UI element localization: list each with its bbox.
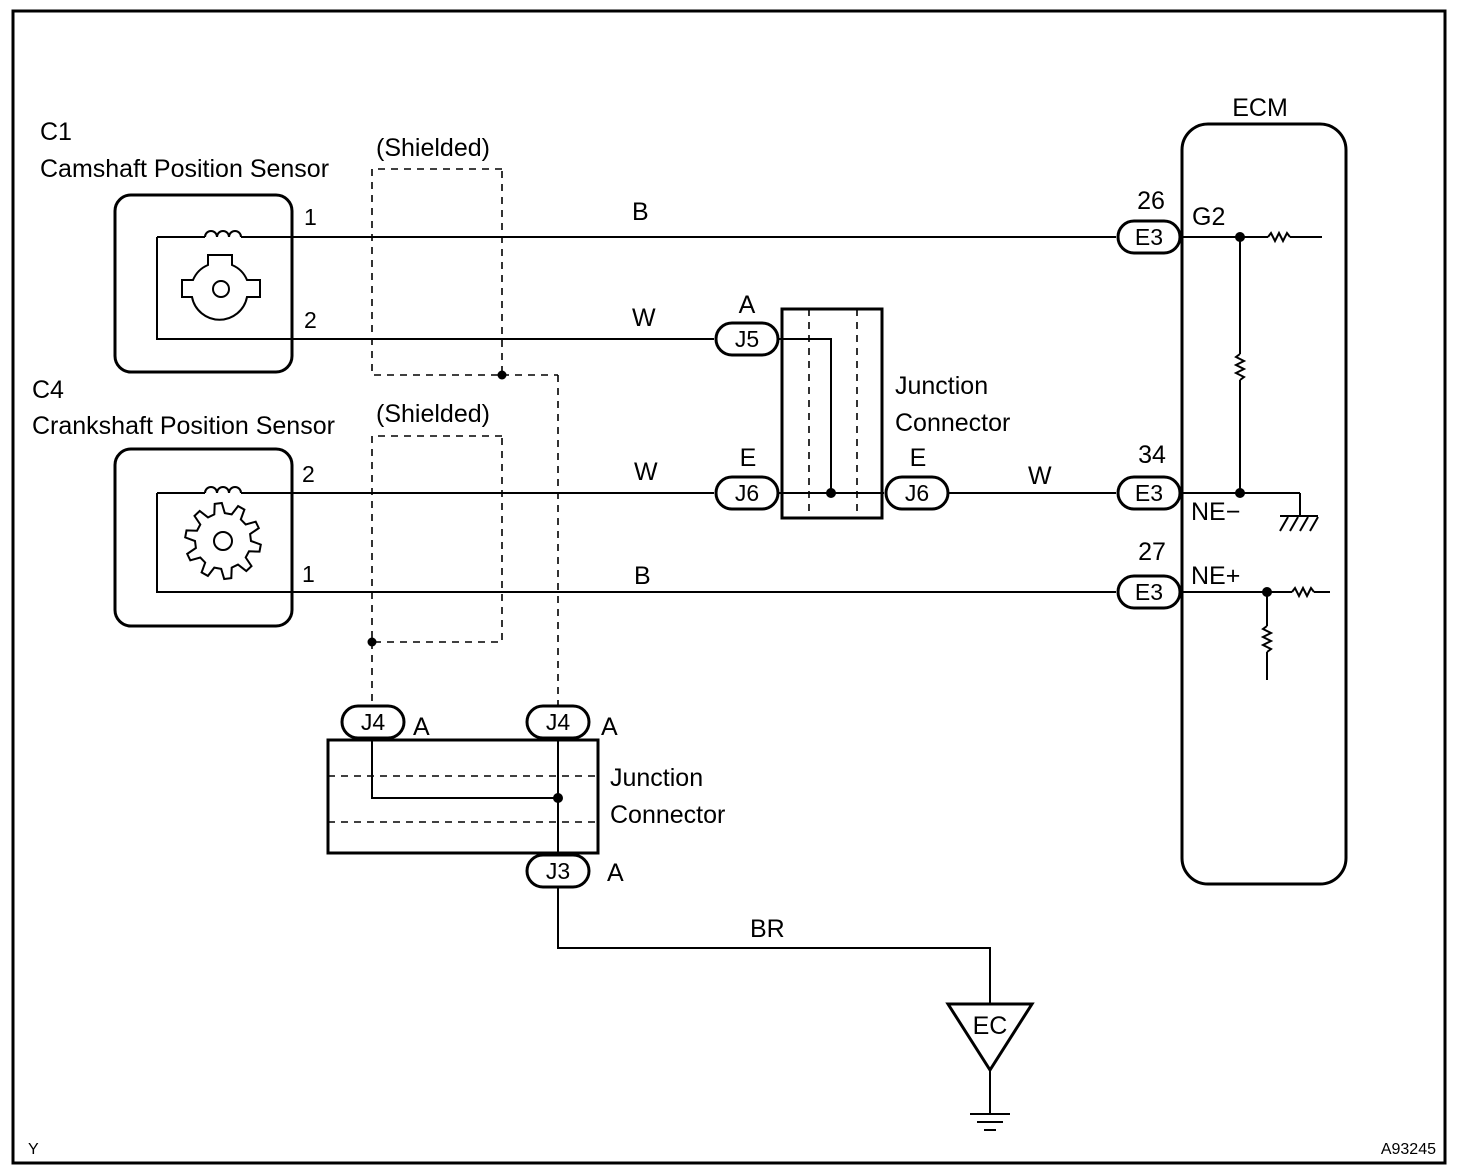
e3-code-27: E3 <box>1135 579 1163 605</box>
wire-color-w-out: W <box>1028 462 1052 490</box>
cam-sensor-code: C1 <box>40 118 72 146</box>
cam-pin-1: 1 <box>304 204 317 230</box>
ground-point-label: EC <box>973 1012 1008 1040</box>
wire-color-b-top: B <box>632 198 649 226</box>
upper-junction-label-2: Connector <box>895 409 1010 437</box>
crank-shield <box>371 435 503 643</box>
diagram-frame <box>11 9 1447 1165</box>
resistor-icon <box>1267 230 1291 244</box>
cam-sensor-body <box>113 193 294 374</box>
crank-sensor-name: Crankshaft Position Sensor <box>32 412 335 440</box>
j6-in-code: J6 <box>735 480 759 506</box>
j4-left-connector <box>340 704 406 740</box>
j4-right-code: J4 <box>546 709 571 735</box>
resistor-icon <box>1291 585 1315 599</box>
crank-gear-icon <box>184 501 262 581</box>
j6-in-tag: E <box>740 444 757 472</box>
lower-junction-box <box>326 738 600 855</box>
crank-sensor-code: C4 <box>32 376 64 404</box>
lower-junction-label-1: Junction <box>610 764 703 792</box>
wire-color-w-crank: W <box>634 458 658 486</box>
j3-code: J3 <box>546 858 570 884</box>
wire-ground <box>557 887 991 1004</box>
upper-junction-connector: J5 A J6 E J6 E Junction Connector <box>714 291 1010 520</box>
resistor-icon <box>1233 353 1247 381</box>
j5-tag: A <box>739 291 756 319</box>
j3-tag: A <box>607 859 624 887</box>
upper-junction-box <box>780 307 884 520</box>
wire-color-b-bottom: B <box>634 562 651 590</box>
ecm-title: ECM <box>1232 94 1288 122</box>
wires: B W W W B BR <box>292 198 1116 1004</box>
ecm-signal-ne-plus: NE+ <box>1191 562 1240 590</box>
e3-code-34: E3 <box>1135 480 1163 506</box>
j4-left-code: J4 <box>361 709 386 735</box>
j4-right-tag: A <box>601 713 618 741</box>
crank-shield-label: (Shielded) <box>376 400 490 428</box>
j5-connector <box>714 321 780 357</box>
j6-in-connector <box>714 475 780 511</box>
upper-junction-label-1: Junction <box>895 372 988 400</box>
corner-code-right: A93245 <box>1381 1141 1436 1158</box>
cam-pin-2: 2 <box>304 307 317 333</box>
cam-rotor-icon <box>181 254 261 321</box>
ecm-body <box>1180 122 1348 886</box>
j6-out-connector <box>884 475 950 511</box>
j6-out-code: J6 <box>905 480 929 506</box>
cam-shield <box>371 168 503 376</box>
j4-left-tag: A <box>413 713 430 741</box>
ecm-signal-g2: G2 <box>1192 203 1225 231</box>
j3-connector <box>525 853 591 889</box>
chassis-ground-icon <box>1279 515 1319 532</box>
crank-pin-1: 1 <box>302 561 315 587</box>
ground-point-ec: EC <box>945 1002 1035 1131</box>
e3-code-26: E3 <box>1135 224 1163 250</box>
camshaft-sensor: C1 Camshaft Position Sensor 1 2 (Shielde… <box>40 118 503 376</box>
crankshaft-sensor: C4 Crankshaft Position Sensor 2 1 (Shiel… <box>32 376 503 643</box>
crank-sensor-body <box>113 447 294 628</box>
ground-point-triangle <box>945 1002 1035 1073</box>
earth-ground-icon <box>970 1113 1010 1131</box>
lower-junction-connector: J4 A J4 A J3 A Junction Connector <box>326 704 725 889</box>
ecm-signal-ne-minus: NE− <box>1191 498 1240 526</box>
j4-right-connector <box>525 704 591 740</box>
j5-code: J5 <box>735 326 759 352</box>
ecm-pin-26: 26 <box>1137 187 1165 215</box>
lower-junction-label-2: Connector <box>610 801 725 829</box>
coil-icon <box>204 230 242 238</box>
wire-color-br: BR <box>750 915 785 943</box>
cam-sensor-name: Camshaft Position Sensor <box>40 155 329 183</box>
corner-code-left: Y <box>28 1141 39 1158</box>
ecm: ECM E3 26 G2 E3 34 NE− E3 27 NE <box>1116 94 1348 886</box>
crank-pin-2: 2 <box>302 461 315 487</box>
resistor-icon <box>1260 625 1274 653</box>
wire-color-w-cam: W <box>632 304 656 332</box>
cam-shield-label: (Shielded) <box>376 134 490 162</box>
j6-out-tag: E <box>910 444 927 472</box>
ecm-pin-34: 34 <box>1138 441 1166 469</box>
ecm-pin-27: 27 <box>1138 538 1166 566</box>
coil-icon <box>204 486 242 494</box>
